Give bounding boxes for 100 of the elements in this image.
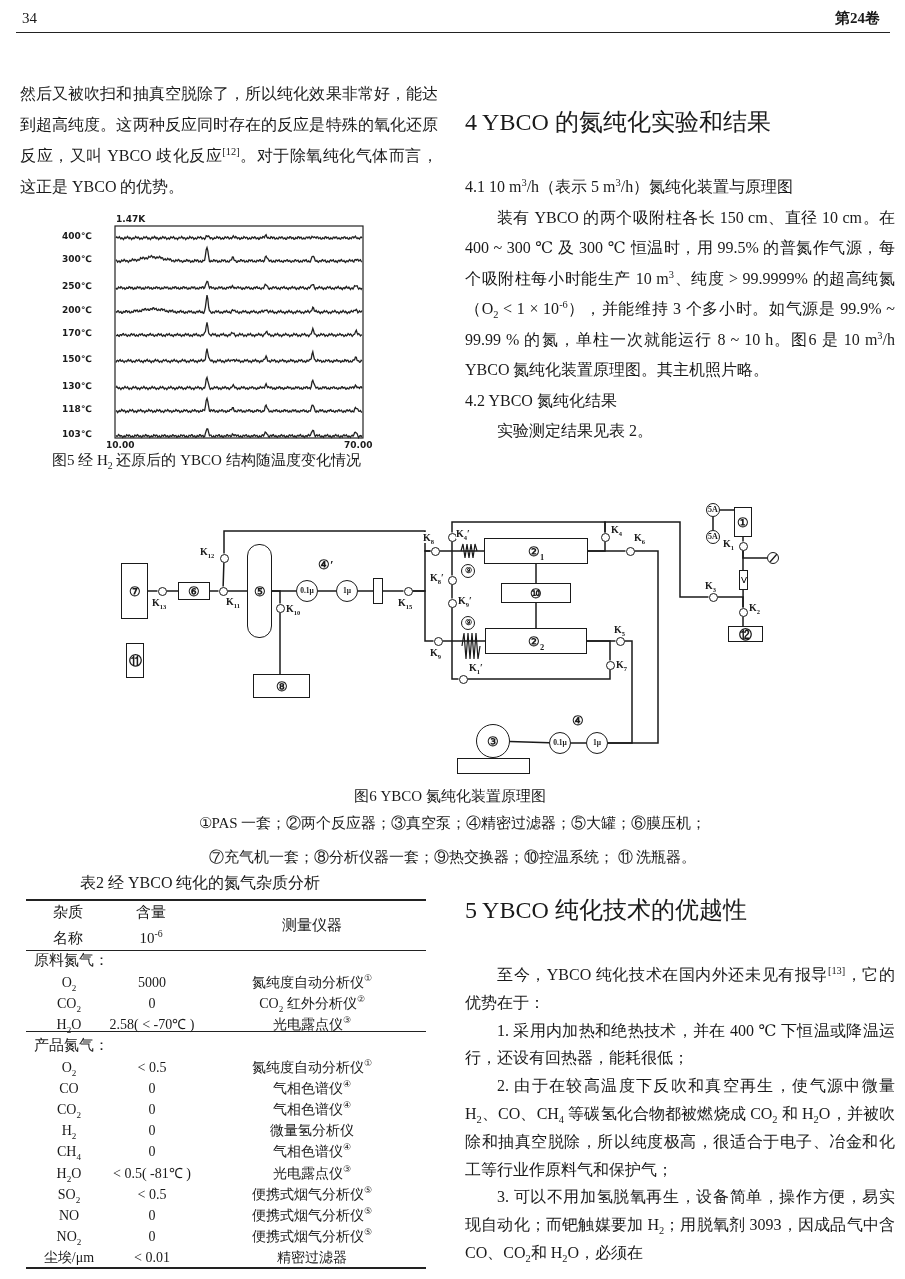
pipe-line [209, 590, 220, 592]
valve-label: K$_{7}$ [616, 659, 628, 670]
table-cell-text: 气相色谱仪$^{④}$ [272, 1142, 352, 1162]
part-number: ②$_{1}$ [527, 544, 545, 558]
part-number: 5A [708, 506, 718, 514]
legend-text: ⑦充气机一套；⑧分析仪器一套；⑨热交换器；⑩控温系统； ⑪ 洗瓶器。 [207, 848, 698, 867]
valve-label: K$_{9}$ [430, 647, 442, 658]
pipe-line [607, 640, 633, 744]
reactor-box [485, 628, 587, 654]
legend-text: ①PAS 一套；②两个反应器；③真空泵；④精密过滤器；⑤大罐；⑥膜压机； [197, 814, 708, 833]
paragraph: 1. 采用内加热和绝热技术，并在 400 ℃ 下恒温或降温运行，还设有回热器，能耗很低； [465, 1020, 895, 1069]
table-title: 表2 经 YBCO 纯化的氮气杂质分析 [80, 873, 322, 893]
table-group-label: 原料氮气： [34, 951, 110, 970]
table-cell-text: CO$_{2}$ [56, 1100, 82, 1119]
table-cell-text: 便携式烟气分析仪$^{⑤}$ [251, 1205, 373, 1225]
callout-number: ④′ [318, 557, 335, 572]
part-number: ⑤ [253, 584, 266, 598]
part-number: ⑩ [530, 586, 542, 600]
pump-base-plate [457, 758, 530, 774]
figure-caption: 图5 经 H$_{2}$ 还原后的 YBCO 结构随温度变化情况 [52, 451, 362, 469]
pipe-line [382, 590, 405, 592]
table-cell-text: 0 [147, 1079, 157, 1098]
pressure-gauge-symbol [767, 552, 779, 564]
valve-label: K$_{9}$′ [458, 595, 472, 606]
table-cell-text: < 0.5 [136, 1058, 168, 1077]
valve-symbol [430, 546, 440, 556]
table-cell-text: O$_{2}$ [60, 973, 78, 992]
table-cell-text: O$_{2}$ [60, 1058, 78, 1077]
table-cell-text: CH$_{4}$ [56, 1143, 82, 1162]
table-cell-text: 气相色谱仪$^{④}$ [272, 1099, 352, 1119]
valve-label: K$_{2}$ [749, 602, 761, 613]
table-cell-text: 5000 [137, 973, 167, 992]
valve-label: K$_{6}$ [634, 532, 646, 543]
pipe-line [719, 509, 735, 511]
pipe-line [509, 740, 550, 744]
valve-symbol [738, 541, 748, 551]
table-cell-text: CO$_{2}$ 红外分析仪$^{②}$ [258, 993, 366, 1013]
valve-label: K$_{10}$ [286, 603, 301, 614]
valve-label: K$_{3}$ [705, 580, 717, 591]
table-header-cell-text: 杂质名称 [52, 903, 84, 948]
pipe-line [742, 589, 744, 609]
valve-symbol [219, 553, 229, 563]
table-cell-text: H$_{2}$ [60, 1122, 78, 1141]
table-cell-text: 0 [147, 1100, 157, 1119]
table-cell-text: 氮纯度自动分析仪$^{①}$ [251, 1057, 373, 1077]
vacuum-pump-symbol [476, 724, 510, 758]
valve-symbol [433, 636, 443, 646]
table-cell-text: 微量氢分析仪 [269, 1122, 355, 1141]
axis-label: 103℃ [62, 429, 93, 440]
table-cell-text: 光电露点仪$^{③}$ [272, 1014, 352, 1034]
valve-label: K$_{12}$ [200, 546, 215, 557]
section-heading: 5 YBCO 纯化技术的优越性 [465, 896, 748, 925]
filter-symbol [586, 732, 608, 754]
small-vessel-symbol [373, 578, 383, 604]
pipe-line [742, 536, 744, 543]
table-cell-text: < 0.01 [133, 1249, 171, 1268]
pipe-line [226, 590, 248, 592]
table-cell-text: 0 [147, 1143, 157, 1162]
table-cell-text: NO$_{2}$ [55, 1228, 83, 1247]
table-cell-text: H$_{2}$O [55, 1015, 83, 1034]
axis-label: 130℃ [62, 381, 93, 392]
pipe-line [279, 611, 281, 675]
axis-label: 250℃ [62, 281, 93, 292]
part-number: ③ [487, 734, 499, 748]
tank-vessel [247, 544, 272, 638]
valve-label: K$_{4}$′ [456, 528, 470, 539]
pipe-line [441, 640, 486, 642]
pipe-line [604, 521, 710, 598]
pipe-line [570, 742, 587, 744]
pipe-line [535, 602, 537, 629]
equipment-box [253, 674, 310, 698]
valve-symbol [708, 592, 718, 602]
axis-label: 10.00 [106, 440, 136, 451]
section-heading: 4 YBCO 的氮纯化实验和结果 [465, 108, 772, 137]
pipe-line [222, 561, 225, 588]
table-cell-text: 0 [147, 1228, 157, 1247]
table-header-cell-text: 测量仪器 [281, 916, 343, 935]
figure-caption: 图6 YBCO 氮纯化装置原理图 [353, 787, 547, 805]
table-header-cell-text: 含量 10$^{-6}$ [135, 903, 167, 948]
table-cell-text: 0 [147, 1122, 157, 1141]
paragraph: 实验测定结果见表 2。 [496, 421, 654, 441]
table-cell-text: 精密过滤器 [276, 1249, 348, 1268]
table-cell-text: 便携式烟气分析仪$^{⑤}$ [251, 1227, 373, 1247]
pipe-line [742, 615, 744, 627]
pipe-line [411, 590, 435, 642]
equipment-box [126, 643, 144, 678]
valve-symbol [600, 532, 610, 542]
page-number: 34 [22, 9, 38, 27]
pipe-line [451, 606, 460, 680]
table-cell-text: 2.58( < -70℃ ) [108, 1015, 196, 1034]
pipe-line [271, 590, 281, 605]
axis-label: 170℃ [62, 328, 93, 339]
valve-symbol [625, 546, 635, 556]
equipment-box [501, 583, 571, 603]
part-number: ⑫ [739, 627, 752, 641]
paragraph: 3. 可以不用加氢脱氧再生，设备简单，操作方便，易实现自动化；而钯触媒要加 H$_{2}$；用脱氧剂 3093，因成品气中含 CO、CO$_{2}$和 H$_{2}$O，必须在 [465, 1187, 895, 1267]
part-number: ⑨ [464, 567, 472, 575]
table-cell-text: H$_{2}$O [55, 1164, 83, 1183]
axis-label: 70.00 [344, 440, 374, 451]
pipe-line [438, 550, 485, 552]
